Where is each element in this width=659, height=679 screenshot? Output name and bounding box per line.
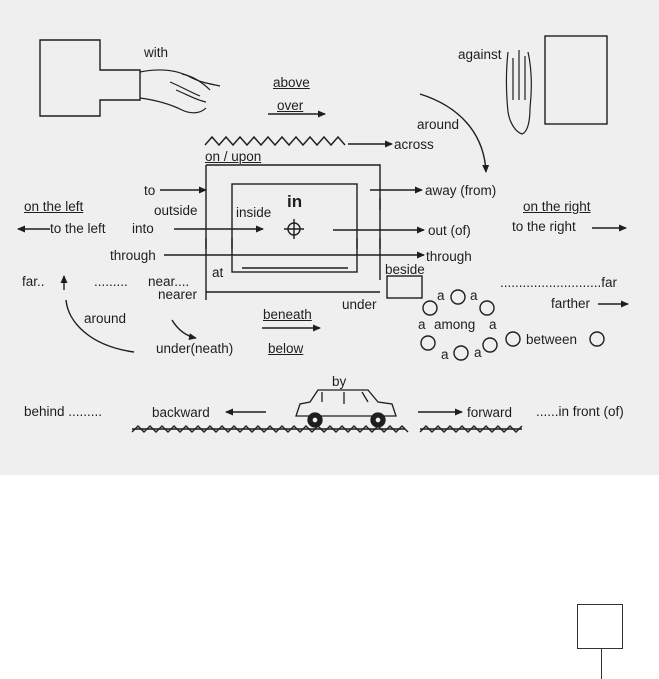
label-out-of: out (of): [428, 223, 471, 238]
label-into: into: [132, 221, 154, 236]
label-to-the-right: to the right: [512, 219, 576, 234]
label-through-right: through: [426, 249, 472, 264]
corner-box: [577, 604, 623, 649]
label-with: with: [144, 45, 169, 60]
across-zigzag: [204, 135, 346, 147]
label-by: by: [332, 374, 347, 389]
label-under-neath: under(neath): [156, 341, 234, 356]
label-to-the-left: to the left: [50, 221, 106, 236]
label-outside: outside: [154, 203, 198, 218]
label-on-the-left: on the left: [24, 199, 84, 214]
label-away-from: away (from): [425, 183, 497, 198]
label-through-left: through: [110, 248, 156, 263]
label-under: under: [342, 297, 377, 312]
label-between: between: [526, 332, 578, 347]
label-on-the-right: on the right: [523, 199, 591, 214]
label-dots-far: ...........................far: [500, 275, 618, 290]
beside-rect: [386, 275, 423, 299]
label-on-upon: on / upon: [205, 149, 262, 164]
label-farther: farther: [551, 296, 591, 311]
ground-right-zig: [419, 425, 523, 433]
label-beneath: beneath: [263, 307, 312, 322]
label-a-3: a: [418, 317, 426, 332]
label-among: among: [434, 317, 476, 332]
label-inside: inside: [236, 205, 272, 220]
against-rect: [544, 35, 608, 125]
label-over: over: [277, 98, 304, 113]
with-shape: [39, 39, 141, 117]
diagram-panel: [0, 0, 659, 475]
label-a-1: a: [437, 288, 445, 303]
preposition-diagram: [17, 35, 629, 433]
label-forward: forward: [467, 405, 513, 420]
label-nearer: nearer: [158, 287, 198, 302]
label-around-top: around: [417, 117, 460, 132]
label-backward: backward: [152, 405, 210, 420]
label-a-4: a: [489, 317, 497, 332]
car-icon: [295, 389, 397, 428]
label-against: against: [458, 47, 502, 62]
label-far-left: far..: [22, 274, 45, 289]
label-at: at: [212, 265, 224, 280]
label-above: above: [273, 75, 310, 90]
handshake-icon: [139, 69, 221, 114]
label-around-left: around: [84, 311, 127, 326]
label-near: near....: [148, 274, 190, 289]
label-a-2: a: [470, 288, 478, 303]
hand-icon: [505, 50, 532, 135]
label-in-front-of: ......in front (of): [536, 404, 624, 419]
label-to: to: [144, 183, 156, 198]
label-dots-left: .........: [94, 274, 128, 289]
label-below: below: [268, 341, 304, 356]
label-beside: beside: [385, 262, 425, 277]
label-in: in: [287, 192, 303, 211]
corner-stem: [601, 649, 602, 679]
inner-box: [231, 183, 358, 273]
ground-left-zig: [131, 425, 409, 433]
label-across: across: [394, 137, 434, 152]
label-a-5: a: [441, 347, 449, 362]
label-a-6: a: [474, 345, 482, 360]
label-behind: behind .........: [24, 404, 103, 419]
